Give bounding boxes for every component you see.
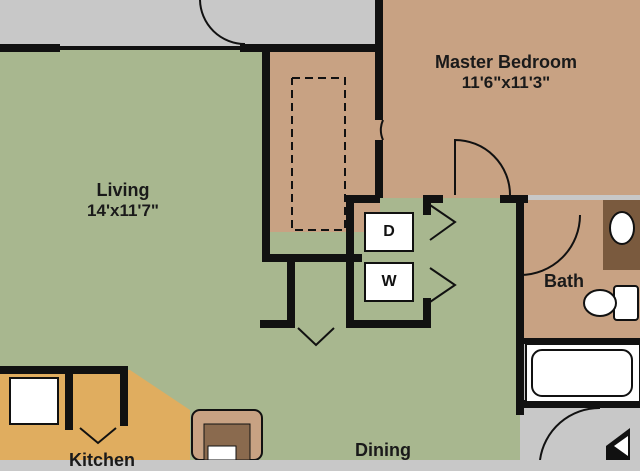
door-swings [79,0,601,460]
dining-label: Dining [340,440,426,461]
kitchen-stove [9,377,59,425]
closet-floor [270,232,348,322]
living-floor [0,48,520,460]
toilet-bowl [583,289,617,317]
washer-box: W [364,262,414,302]
dining-chair-cushion [207,445,237,460]
living-label: Living 14'x11'7" [58,180,188,221]
master-bedroom-label: Master Bedroom 11'6"x11'3" [420,52,592,93]
kitchen-label: Kitchen [60,450,144,471]
dryer-box: D [364,212,414,252]
dryer-label: D [383,223,395,240]
bath-name: Bath [544,271,584,291]
dining-name: Dining [355,440,411,460]
bathtub-inner [531,349,633,397]
bath-sink [609,211,635,245]
balcony-area [0,0,380,50]
bath-label: Bath [536,271,592,292]
washer-label: W [381,273,397,290]
floor-plan [0,0,640,460]
living-dims: 14'x11'7" [87,201,159,220]
walls [0,0,640,430]
living-name: Living [96,180,150,200]
master-bedroom-dims: 11'6"x11'3" [461,73,551,92]
kitchen-name: Kitchen [68,450,135,470]
bath-fixtures [525,211,640,403]
master-bedroom-floor [380,0,640,198]
master-bedroom-name: Master Bedroom [434,52,578,72]
toilet-tank [613,285,639,321]
stairs-arrow-inner [614,436,628,456]
